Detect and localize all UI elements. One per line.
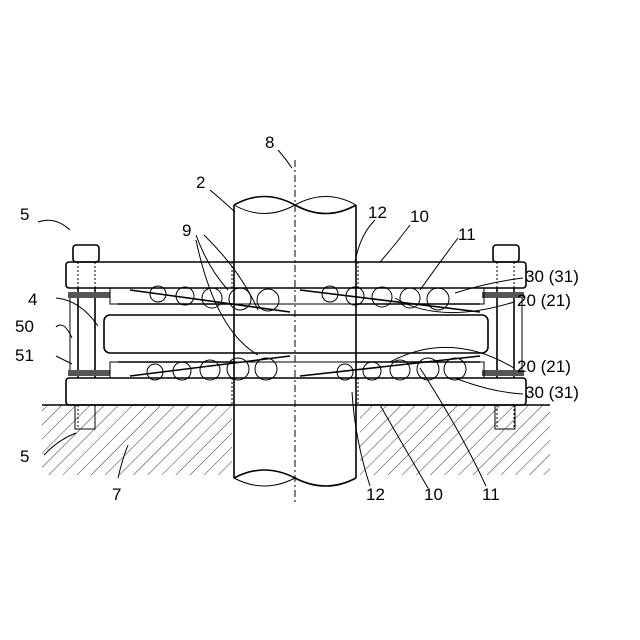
label-shaft: 2 bbox=[196, 173, 205, 192]
label-plate-bottom: 10 bbox=[424, 485, 443, 504]
label-hole-bottom: 12 bbox=[366, 485, 385, 504]
label-hole-top: 12 bbox=[368, 203, 387, 222]
label-20-top: 20 (21) bbox=[517, 291, 571, 310]
label-mount-top: 5 bbox=[20, 205, 29, 224]
label-axis: 8 bbox=[265, 133, 274, 152]
label-mount-bottom: 5 bbox=[20, 447, 29, 466]
label-cover: 50 bbox=[15, 317, 34, 336]
label-ground: 7 bbox=[112, 485, 121, 504]
label-rollers: 9 bbox=[182, 221, 191, 240]
label-30-bottom: 30 (31) bbox=[525, 383, 579, 402]
label-groove-top: 11 bbox=[458, 225, 476, 244]
label-groove-bottom: 11 bbox=[482, 485, 500, 504]
label-20-bottom: 20 (21) bbox=[517, 357, 571, 376]
label-30-top: 30 (31) bbox=[525, 267, 579, 286]
label-core: 4 bbox=[28, 290, 37, 309]
label-plate-top: 10 bbox=[410, 207, 429, 226]
label-seal: 51 bbox=[15, 346, 34, 365]
